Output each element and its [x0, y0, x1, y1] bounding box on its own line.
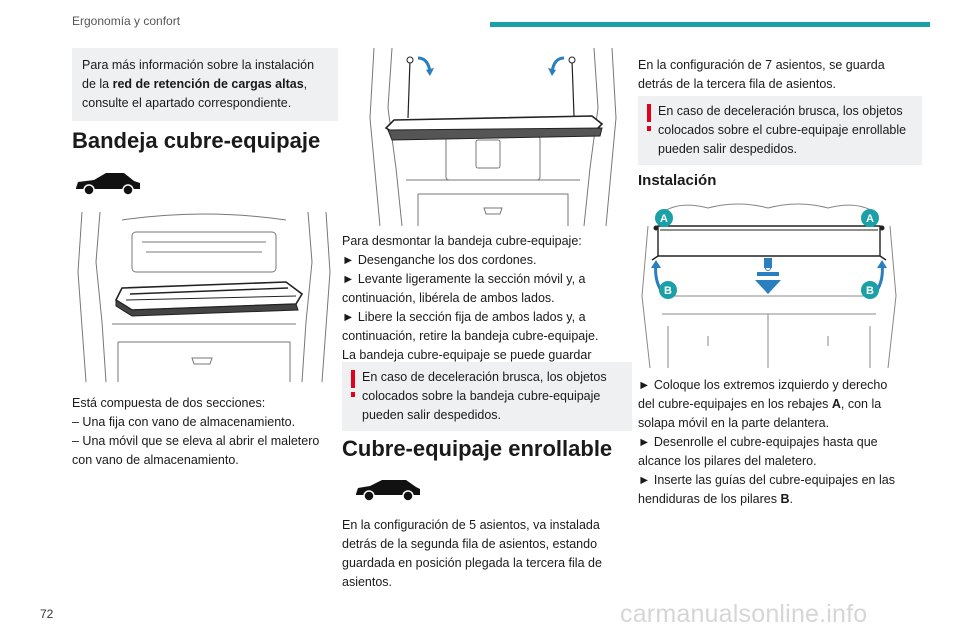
info-box: Para más información sobre la instalació… [72, 48, 338, 121]
heading-bandeja: Bandeja cubre-equipaje [72, 128, 321, 153]
svg-text:A: A [660, 213, 668, 225]
removal-intro: Para desmontar la bandeja cubre-equipaje… [342, 234, 582, 248]
warning-text: En caso de deceleración brusca, los obje… [362, 370, 607, 422]
removal-step: ► Desenganche los dos cordones. [342, 253, 537, 267]
config-5-seats: En la configuración de 5 asientos, va in… [342, 518, 602, 589]
svg-text:A: A [866, 213, 874, 225]
config-7-seats: En la configuración de 7 asientos, se gu… [638, 58, 885, 91]
label-b-left: B [659, 281, 677, 299]
page-number: 72 [40, 607, 54, 621]
info-text-post: , consulte el apartado correspondiente. [82, 77, 308, 110]
warning-box-shelf: En caso de deceleración brusca, los obje… [342, 362, 632, 431]
installation-step-3: ► Inserte las guías del cubre-equipajes … [638, 473, 895, 506]
svg-text:B: B [866, 285, 874, 297]
removal-step: ► Libere la sección fija de ambos lados … [342, 310, 599, 343]
removal-step: ► Levante ligeramente la sección móvil y… [342, 272, 586, 305]
composition-intro: Está compuesta de dos secciones: [72, 396, 266, 410]
col1-text: Está compuesta de dos secciones: – Una f… [72, 394, 330, 470]
roller-cover-installation-illustration: A A B B [641, 203, 897, 368]
heading-enrollable: Cubre-equipaje enrollable [342, 436, 613, 461]
installation-step-1: ► Coloque los extremos izquierdo y derec… [638, 378, 888, 430]
warning-icon [647, 104, 651, 131]
installation-steps: ► Coloque los extremos izquierdo y derec… [638, 376, 904, 509]
car-suv-icon [76, 173, 140, 196]
composition-item-fixed: – Una fija con vano de almacenamiento. [72, 415, 296, 429]
label-a-left: A [655, 209, 673, 227]
warning-text: En caso de deceleración brusca, los obje… [658, 104, 907, 156]
removal-steps: Para desmontar la bandeja cubre-equipaje… [342, 232, 614, 384]
section-title: Ergonomía y confort [72, 14, 181, 28]
header-accent-bar [490, 22, 930, 27]
warning-box-roller: En caso de deceleración brusca, los obje… [638, 96, 922, 165]
label-a-right: A [861, 209, 879, 227]
heading-instalacion: Instalación [638, 172, 717, 189]
info-text-pre: Para más información sobre la instalació… [82, 58, 315, 91]
composition-item-mobile: – Una móvil que se eleva al abrir el mal… [72, 434, 320, 467]
watermark: carmanualsonline.info [620, 600, 868, 628]
svg-text:B: B [664, 285, 672, 297]
car-estate-icon [356, 480, 420, 502]
shelf-removal-illustration [369, 48, 617, 226]
label-b-right: B [861, 281, 879, 299]
installation-step-2: ► Desenrolle el cubre-equipajes hasta qu… [638, 435, 878, 468]
parcel-shelf-illustration [77, 212, 331, 383]
warning-icon [351, 370, 355, 397]
info-text-bold: red de retención de cargas altas [112, 77, 304, 91]
